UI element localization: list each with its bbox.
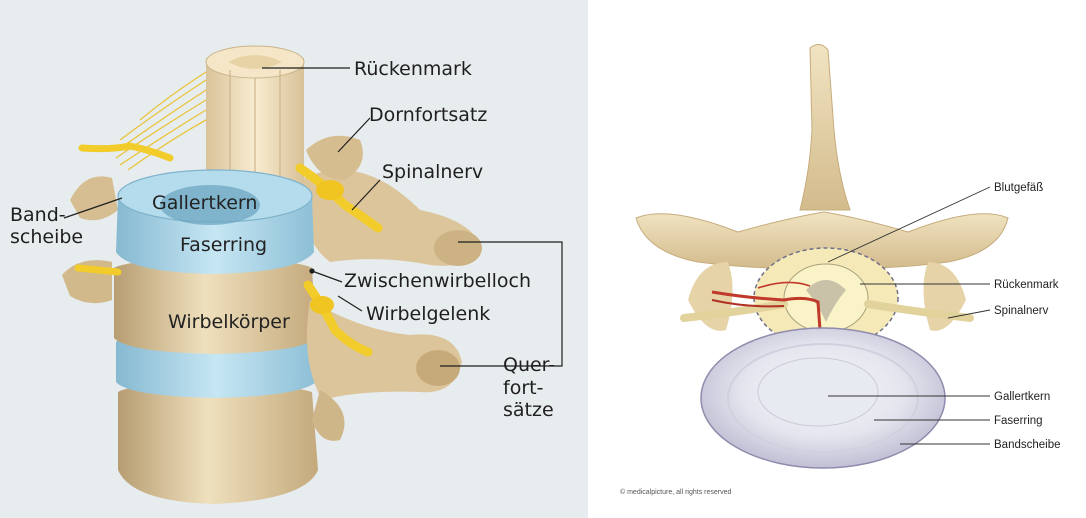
label-r-rueckenmark: Rückenmark [994, 279, 1059, 291]
label-faserring: Faserring [180, 234, 267, 256]
label-bandscheibe-1: Band- [10, 204, 66, 226]
axial-vertebra-illustration: Blutgefäß Rückenmark Spinalnerv Gallertk… [588, 0, 1086, 518]
lower-vertebral-body [118, 382, 318, 504]
label-r-blutgefaess: Blutgefäß [994, 182, 1043, 194]
label-spinalnerv: Spinalnerv [382, 161, 483, 183]
label-r-faserring: Faserring [994, 415, 1043, 427]
label-dornfortsatz: Dornfortsatz [369, 104, 487, 126]
label-r-spinalnerv: Spinalnerv [994, 305, 1049, 317]
label-zwischenwirbelloch: Zwischenwirbelloch [344, 270, 531, 292]
lateral-spine-diagram: Rückenmark Dornfortsatz Spinalnerv Band-… [0, 0, 588, 518]
label-querfortsaetze-1: Quer- [503, 354, 555, 376]
copyright-notice: © medicalpicture, all rights reserved [620, 488, 731, 496]
upper-process-tip [434, 230, 482, 266]
lateral-spine-illustration: Rückenmark Dornfortsatz Spinalnerv Band-… [0, 0, 588, 518]
spinal-ganglion-upper [316, 180, 344, 200]
label-wirbelgelenk: Wirbelgelenk [366, 303, 490, 325]
label-wirbelkoerper: Wirbelkörper [168, 311, 290, 333]
label-r-bandscheibe: Bandscheibe [994, 439, 1061, 451]
axial-nucleus [758, 358, 878, 426]
label-rueckenmark: Rückenmark [354, 58, 472, 80]
axial-vertebra-diagram: Blutgefäß Rückenmark Spinalnerv Gallertk… [588, 0, 1086, 518]
axial-spinous-process [800, 44, 850, 210]
label-querfortsaetze-2: fort- [503, 377, 543, 399]
label-gallertkern: Gallertkern [152, 192, 257, 214]
label-bandscheibe-2: scheibe [10, 226, 83, 248]
lower-process-tip [416, 350, 460, 386]
label-querfortsaetze-3: sätze [503, 399, 554, 421]
left-lower-nerve [78, 268, 118, 272]
label-r-gallertkern: Gallertkern [994, 391, 1050, 403]
spinal-ganglion-lower [310, 296, 334, 314]
